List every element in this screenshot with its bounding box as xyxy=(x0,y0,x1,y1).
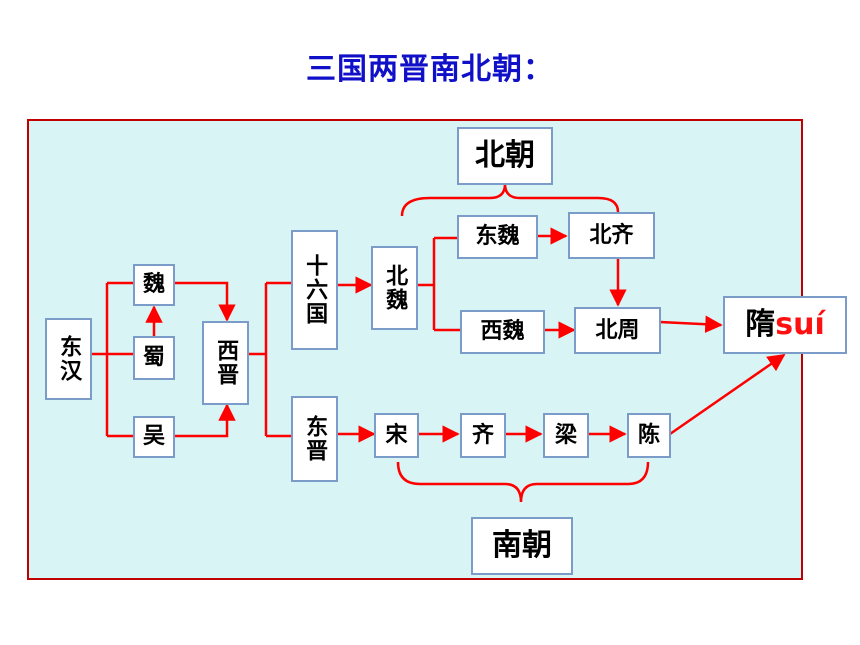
node-shu: 蜀 xyxy=(133,336,175,380)
node-beizhou: 北周 xyxy=(574,307,661,354)
node-chen: 陈 xyxy=(627,413,671,458)
sui-pinyin: suí xyxy=(775,306,825,342)
node-beiqi: 北齐 xyxy=(568,212,655,259)
node-xiwei: 西魏 xyxy=(460,310,545,354)
node-donghan: 东汉 xyxy=(45,318,92,400)
node-beiwei: 北魏 xyxy=(371,246,418,330)
node-wei: 魏 xyxy=(133,264,175,306)
node-liang: 梁 xyxy=(543,413,589,458)
node-shiliuguo: 十六国 xyxy=(291,230,338,350)
node-song: 宋 xyxy=(374,413,419,458)
page-title: 三国两晋南北朝： xyxy=(306,52,554,87)
node-qi: 齐 xyxy=(460,413,506,458)
node-dongjin: 东晋 xyxy=(291,396,338,482)
node-xijin: 西晋 xyxy=(202,321,249,405)
label-beichao: 北朝 xyxy=(457,127,553,185)
label-nanchao: 南朝 xyxy=(471,517,573,575)
node-wu: 吴 xyxy=(133,416,175,458)
node-dongwei: 东魏 xyxy=(457,215,538,259)
